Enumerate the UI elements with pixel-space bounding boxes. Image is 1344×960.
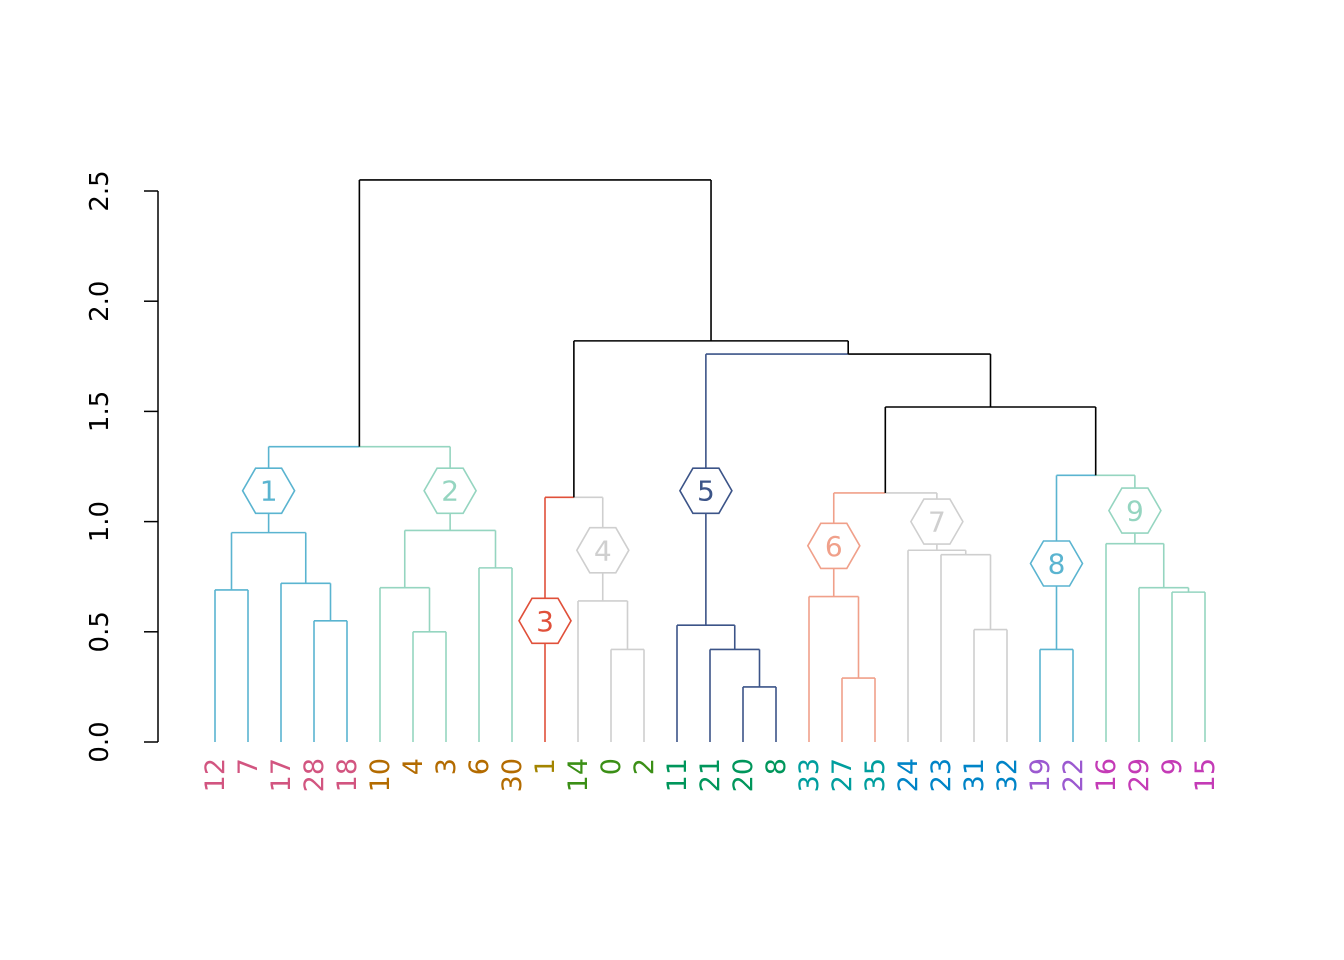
- leaf-label-1: 1: [530, 758, 561, 775]
- leaf-label-21: 21: [695, 758, 726, 792]
- cluster-hexagon-8: [1029, 540, 1084, 587]
- leaf-label-30: 30: [497, 758, 528, 792]
- leaf-label-22: 22: [1058, 758, 1089, 792]
- leaf-label-8: 8: [761, 758, 792, 775]
- cluster-number-5: 5: [697, 475, 715, 508]
- leaf-label-29: 29: [1124, 758, 1155, 792]
- cluster-hexagon-5: [678, 467, 733, 515]
- y-tick-label: 0.5: [85, 611, 115, 652]
- y-tick-label: 1.0: [85, 501, 115, 542]
- y-axis: 0.0 0.5 1.0 1.5 2.0 2.5: [85, 170, 159, 763]
- leaf-label-16: 16: [1091, 758, 1122, 792]
- leaf-label-18: 18: [332, 758, 363, 792]
- leaf-label-9: 9: [1157, 758, 1188, 775]
- leaf-label-35: 35: [860, 758, 891, 792]
- cluster-hexagon-1: [241, 467, 296, 515]
- cluster-number-4: 4: [594, 534, 612, 567]
- leaf-label-6: 6: [464, 758, 495, 775]
- cluster-number-6: 6: [825, 530, 843, 563]
- cluster-hexagon-7: [909, 498, 964, 545]
- leaf-label-3: 3: [431, 758, 462, 775]
- leaf-label-31: 31: [959, 758, 990, 792]
- leaf-label-28: 28: [299, 758, 330, 792]
- cluster-number-7: 7: [928, 506, 946, 539]
- y-tick-label: 2.5: [85, 170, 115, 211]
- leaf-label-11: 11: [662, 758, 693, 792]
- leaf-label-33: 33: [794, 758, 825, 792]
- cluster-number-1: 1: [260, 475, 278, 508]
- leaf-label-15: 15: [1190, 758, 1221, 792]
- cluster-markers: 1 2 3 4 5 6 7 8 9: [241, 467, 1162, 645]
- leaf-label-27: 27: [827, 758, 858, 792]
- leaf-label-32: 32: [992, 758, 1023, 792]
- cluster-hexagon-2: [423, 467, 478, 515]
- cluster-hexagon-6: [806, 522, 861, 570]
- leaf-label-2: 2: [629, 758, 660, 775]
- y-tick-label: 0.0: [85, 721, 115, 762]
- leaf-label-23: 23: [926, 758, 957, 792]
- leaf-label-10: 10: [365, 758, 396, 792]
- leaf-label-24: 24: [893, 758, 924, 792]
- y-tick-label: 2.0: [85, 281, 115, 322]
- leaf-label-7: 7: [233, 758, 264, 775]
- leaf-label-0: 0: [596, 758, 627, 775]
- leaf-label-20: 20: [728, 758, 759, 792]
- leaf-label-4: 4: [398, 758, 429, 775]
- cluster-hexagon-4: [575, 526, 630, 574]
- cluster-number-3: 3: [536, 605, 554, 638]
- leaf-label-12: 12: [200, 758, 231, 792]
- cluster-number-8: 8: [1048, 547, 1066, 580]
- leaf-label-19: 19: [1025, 758, 1056, 792]
- cluster-hexagon-9: [1107, 487, 1162, 534]
- cluster-number-2: 2: [441, 475, 459, 508]
- cluster-number-9: 9: [1126, 495, 1144, 528]
- leaf-label-17: 17: [266, 758, 297, 792]
- leaf-label-14: 14: [563, 758, 594, 792]
- cluster-hexagon-3: [518, 597, 572, 645]
- y-tick-label: 1.5: [85, 391, 115, 432]
- dendrogram-branches: [214, 179, 1206, 742]
